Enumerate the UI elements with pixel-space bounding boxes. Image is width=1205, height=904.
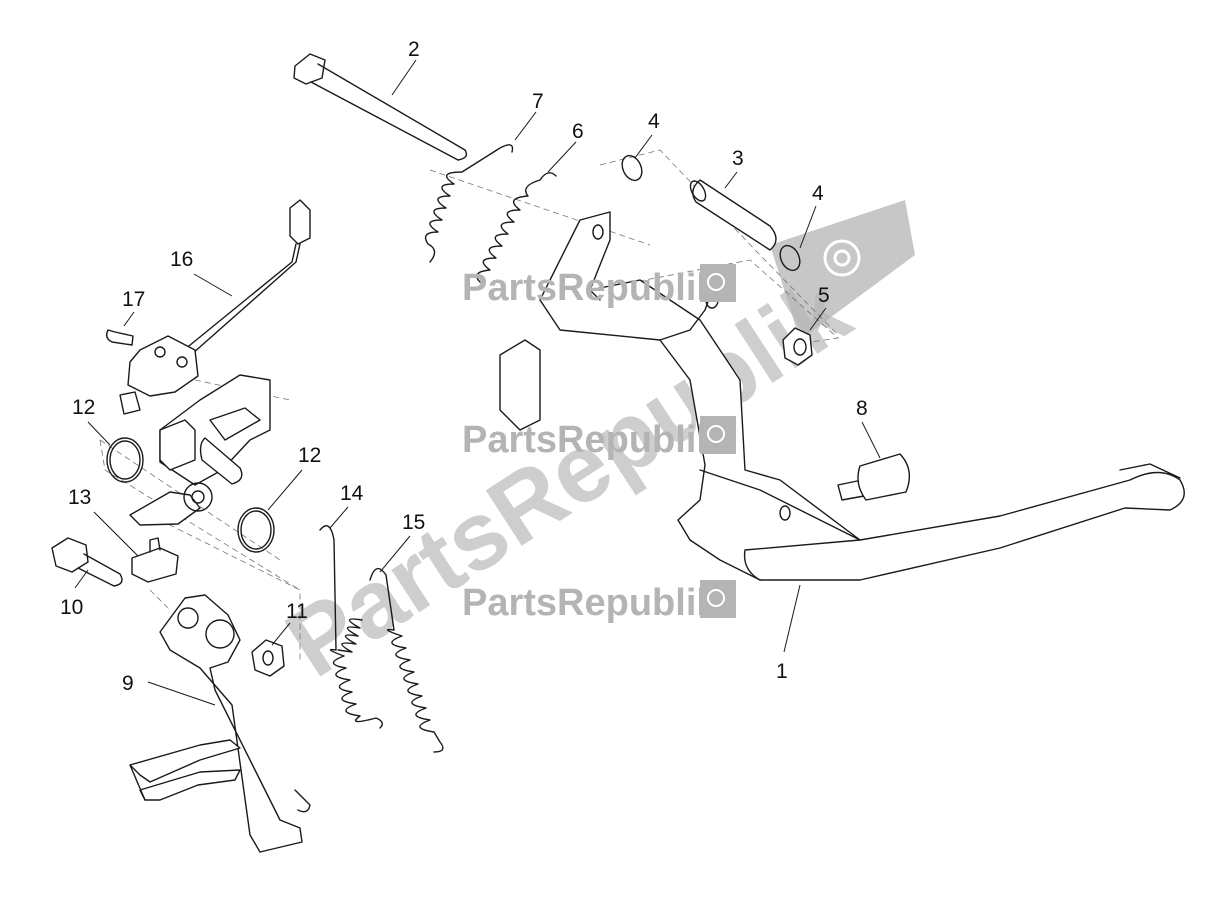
callout-5: 5 — [818, 284, 830, 307]
part-9-side-stand — [129, 594, 311, 853]
part-7-spring — [424, 144, 514, 263]
part-8-rubber-stop — [837, 453, 911, 501]
callout-3: 3 — [732, 147, 744, 170]
callout-2: 2 — [408, 38, 420, 61]
part-17-screw — [105, 329, 134, 346]
gear-icon — [700, 416, 736, 454]
watermark-2-text: PartsRepublik — [462, 419, 718, 461]
callout-12-right: 12 — [298, 444, 321, 467]
watermark-3-text: PartsRepublik — [462, 582, 718, 624]
part-11-nut — [251, 639, 285, 677]
part-10-shoulder-bolt — [51, 537, 123, 587]
callout-7: 7 — [532, 90, 544, 113]
part-16-sensor-cable — [119, 199, 311, 415]
callout-9: 9 — [122, 672, 134, 695]
part-2-long-bolt — [293, 53, 468, 161]
callout-4-bottom: 4 — [812, 182, 824, 205]
watermark-2: PartsRepublik — [462, 416, 736, 461]
part-15-spring — [369, 567, 444, 753]
watermark-1: PartsRepublik — [462, 264, 736, 309]
switch-bracket — [129, 374, 271, 526]
callout-11: 11 — [286, 600, 308, 623]
callout-1: 1 — [776, 660, 788, 683]
gear-icon — [700, 580, 736, 618]
assembly-guides — [99, 149, 839, 660]
part-12-oring-left — [106, 437, 144, 483]
part-14-spring — [319, 525, 383, 729]
part-3-pivot-pin — [689, 179, 777, 251]
callout-14: 14 — [340, 482, 364, 505]
callout-13: 13 — [68, 486, 91, 509]
part-4-circlip-top — [621, 154, 643, 182]
corner-logo-icon — [770, 200, 915, 340]
part-12-oring-right — [237, 507, 275, 553]
watermark-1-text: PartsRepublik — [462, 267, 718, 309]
gear-icon — [700, 264, 736, 302]
watermark-3: PartsRepublik — [462, 580, 736, 624]
part-6-spring — [476, 172, 557, 283]
callout-15: 15 — [402, 511, 425, 534]
callout-10: 10 — [60, 596, 83, 619]
part-5-nut — [782, 327, 813, 366]
callout-6: 6 — [572, 120, 584, 143]
part-4-circlip-bottom — [779, 244, 801, 272]
callout-17: 17 — [122, 288, 145, 311]
callout-16: 16 — [170, 248, 193, 271]
part-13-pad — [131, 537, 179, 583]
callout-12-left: 12 — [72, 396, 95, 419]
callout-4-top: 4 — [648, 110, 660, 133]
callout-8: 8 — [856, 397, 868, 420]
leader-lines — [74, 59, 881, 706]
callout-labels: 1 2 3 4 4 5 6 7 8 9 10 11 12 12 13 14 15… — [60, 38, 868, 695]
